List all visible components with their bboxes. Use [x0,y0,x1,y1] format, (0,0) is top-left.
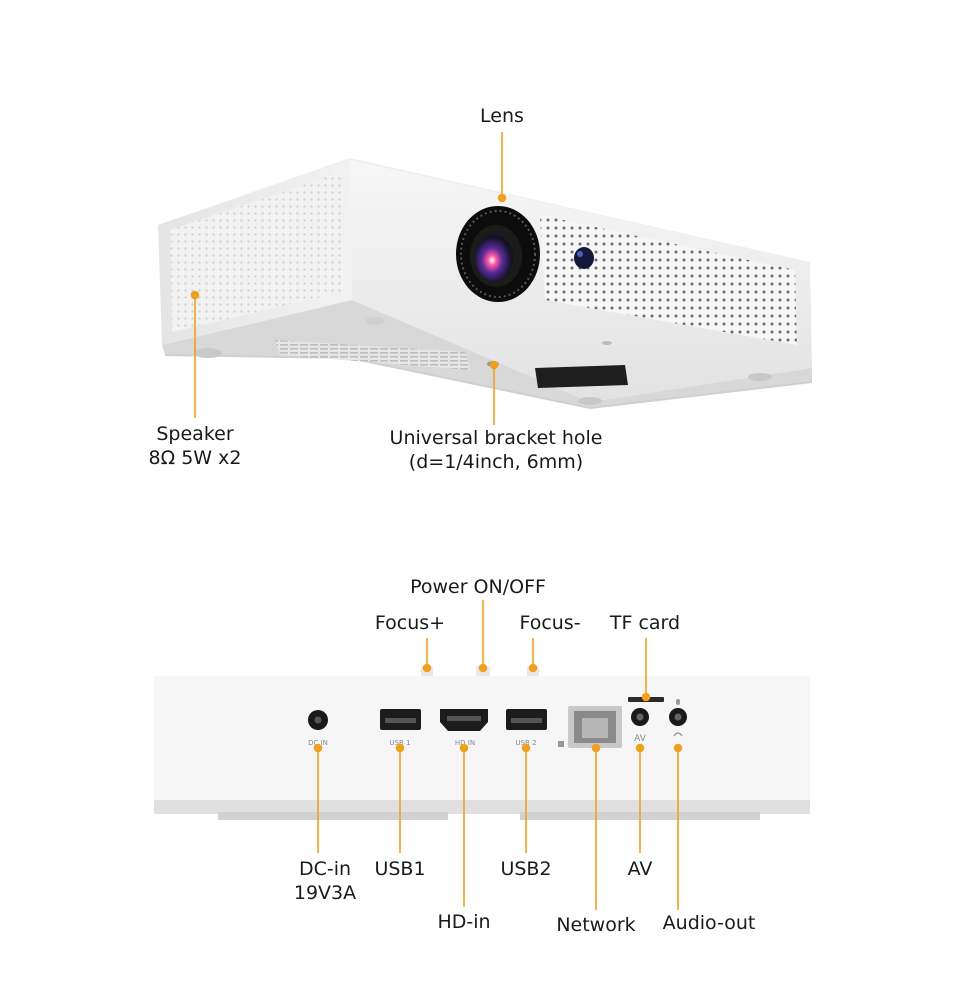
bracket-label-line2: (d=1/4inch, 6mm) [408,451,584,473]
speaker-label: Speaker 8Ω 5W x2 [120,422,270,470]
rear-callouts [313,600,683,910]
projector-body-rear [154,666,810,820]
foot-icon [748,373,772,381]
bracket-hole-label: Universal bracket hole (d=1/4inch, 6mm) [376,426,616,474]
rating-plate [535,365,628,388]
front-vents [540,215,797,345]
av-marking: AV [634,734,647,744]
dc-in-label: DC-in 19V3A [280,857,370,905]
foot-icon [365,317,385,325]
usb2-marking: USB 2 [515,739,536,747]
power-label: Power ON/OFF [410,576,546,598]
audio-out-label: Audio-out [662,912,756,934]
ir-sensor-icon [574,247,594,269]
speaker-label-line2: 8Ω 5W x2 [148,447,242,469]
lens-icon [456,206,540,302]
dc-in-label-line2: 19V3A [293,882,357,904]
focus-minus-label: Focus- [519,612,581,634]
dc-marking: DC IN [308,739,328,747]
foot-icon [578,397,602,405]
usb1-label: USB1 [374,858,426,880]
focus-plus-label: Focus+ [374,612,446,634]
top-callouts [190,132,507,425]
hd-marking: HD IN [455,739,475,747]
bottom-vent [275,340,470,370]
foot-icon [194,348,222,358]
lens-label: Lens [480,105,524,127]
network-label: Network [556,914,636,936]
av-label: AV [627,858,653,880]
usb1-marking: USB 1 [389,739,410,747]
bracket-label-line1: Universal bracket hole [389,427,603,449]
tf-card-label: TF card [609,612,681,634]
dc-in-label-line1: DC-in [298,858,352,880]
projector-body-top [158,158,813,410]
speaker-label-line1: Speaker [156,423,234,445]
hd-in-label: HD-in [437,911,491,933]
usb2-label: USB2 [500,858,552,880]
speaker-grille [170,172,344,332]
